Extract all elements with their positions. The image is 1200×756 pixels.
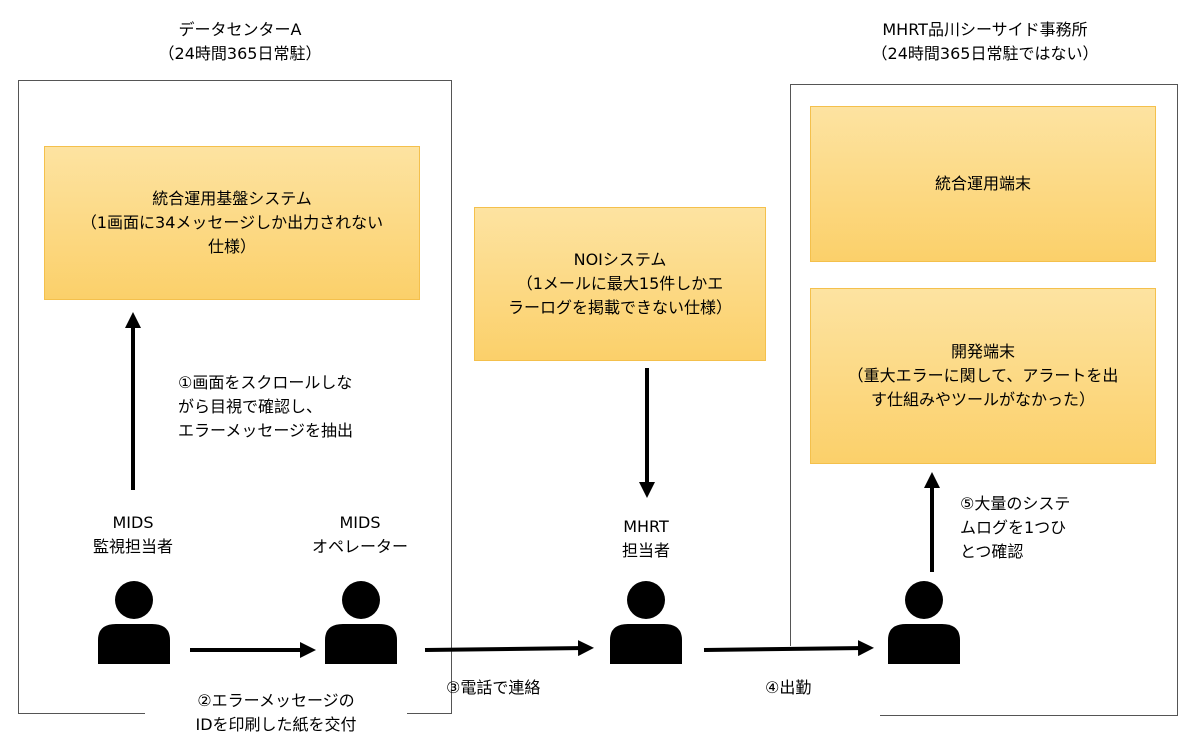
seaside-zone-box (790, 84, 1178, 716)
seaside-title: MHRT品川シーサイド事務所 (882, 20, 1088, 39)
noi-system-note-1: （1メールに最大15件しかエ (516, 274, 724, 293)
dev-terminal-box: 開発端末 （重大エラーに関して、アラートを出 す仕組みやツールがなかった） (810, 288, 1156, 464)
integrated-ops-system-note-1: （1画面に34メッセージしか出力されない (80, 213, 384, 232)
dev-terminal-note-2: す仕組みやツールがなかった） (870, 390, 1095, 409)
datacenter-title: データセンターA (178, 20, 302, 39)
mhrt-staff-label-line1: MHRT (623, 517, 669, 536)
seaside-zone-bottom-gap (784, 646, 880, 720)
seaside-subtitle: （24時間365日常駐ではない） (871, 44, 1099, 63)
arrow-step3-right (424, 640, 594, 657)
integrated-ops-system-note-2: 仕様） (207, 237, 256, 256)
mids-operator-person-icon (325, 581, 397, 664)
noi-system-name: NOIシステム (573, 250, 667, 269)
mids-monitor-label-line1: MIDS (112, 513, 154, 532)
mids-operator-label-line1: MIDS (339, 513, 381, 532)
step2-label-line2: IDを印刷した紙を交付 (195, 715, 357, 734)
noi-system-box: NOIシステム （1メールに最大15件しかエ ラーログを掲載できない仕様） (474, 207, 766, 361)
step5-label-line2: ムログを1つひ (960, 518, 1067, 537)
datacenter-zone-bottom-gap (145, 710, 407, 718)
mids-monitor-person-icon (98, 581, 170, 664)
step5-label-line3: とつ確認 (960, 542, 1024, 561)
ops-terminal-box: 統合運用端末 (810, 106, 1156, 262)
mids-operator-label-line2: オペレーター (311, 537, 408, 556)
dev-person-icon (888, 581, 960, 664)
ops-terminal-name: 統合運用端末 (934, 174, 1031, 193)
integrated-ops-system-name: 統合運用基盤システム (152, 189, 312, 208)
step4-label: ④出勤 (765, 678, 812, 697)
mhrt-staff-label-line2: 担当者 (621, 541, 670, 560)
step5-label-line1: ⑤大量のシステ (960, 494, 1071, 513)
step2-label-line1: ②エラーメッセージの (197, 691, 355, 710)
mids-monitor-label-line2: 監視担当者 (92, 537, 173, 556)
step1-label-line2: がら目視で確認し、 (178, 397, 323, 416)
dev-terminal-name: 開発端末 (950, 342, 1015, 361)
arrow-step4-right (703, 640, 874, 657)
step1-label-line3: エラーメッセージを抽出 (178, 421, 354, 440)
step1-label-line1: ①画面をスクロールしな (178, 373, 353, 392)
dev-terminal-note-1: （重大エラーに関して、アラートを出 (847, 366, 1119, 385)
datacenter-subtitle: （24時間365日常駐） (158, 44, 322, 63)
integrated-ops-system-box: 統合運用基盤システム （1画面に34メッセージしか出力されない 仕様） (44, 146, 420, 300)
step3-label: ③電話で連絡 (446, 678, 541, 697)
mhrt-staff-person-icon (610, 581, 682, 664)
noi-system-note-2: ラーログを掲載できない仕様） (507, 298, 732, 317)
